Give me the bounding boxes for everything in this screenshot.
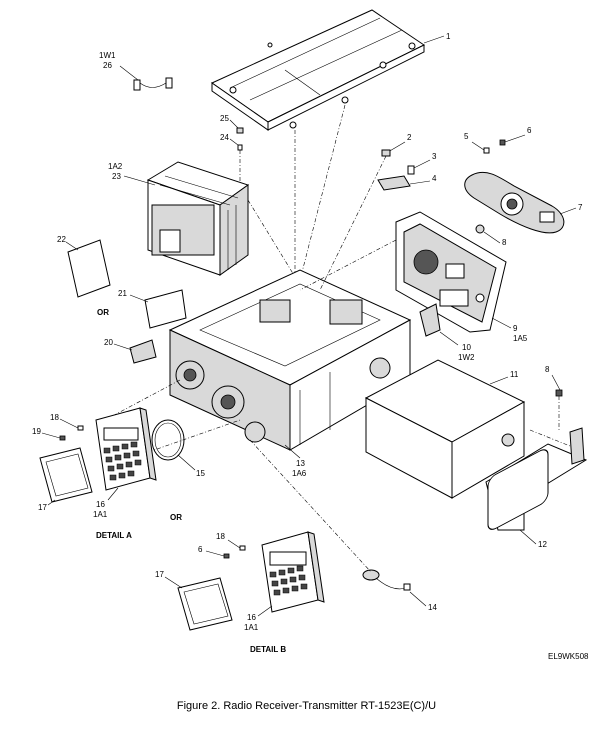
callout-22: 22	[57, 235, 66, 244]
bracket-7-part	[464, 171, 565, 234]
label-detail-b: DETAIL B	[250, 645, 286, 654]
keypad-1a1-detail-b	[261, 531, 325, 613]
callout-3: 3	[432, 152, 437, 161]
callout-7: 7	[578, 203, 583, 212]
callout-1a1-b: 1A1	[244, 623, 259, 632]
plate-20-part	[129, 339, 157, 364]
callout-17-b: 17	[155, 570, 164, 579]
callout-15: 15	[196, 469, 205, 478]
callout-16-b: 16	[247, 613, 256, 622]
callout-1a2: 1A2	[108, 162, 123, 171]
callout-1a5: 1A5	[513, 334, 528, 343]
callout-1a6: 1A6	[292, 469, 307, 478]
callout-20: 20	[104, 338, 113, 347]
callout-25: 25	[220, 114, 229, 123]
plate-21-part	[144, 289, 187, 329]
callout-23: 23	[112, 172, 121, 181]
callout-12: 12	[538, 540, 547, 549]
label-or-2: OR	[170, 513, 182, 522]
battery-cover-12-part	[485, 427, 588, 531]
callout-18-a: 18	[50, 413, 59, 422]
callout-13: 13	[296, 459, 305, 468]
callout-8-b: 8	[545, 365, 550, 374]
callout-1w1: 1W1	[99, 51, 116, 60]
callout-5: 5	[464, 132, 469, 141]
callout-26: 26	[103, 61, 112, 70]
board-1a5-part	[395, 211, 507, 333]
callout-1a1-a: 1A1	[93, 510, 108, 519]
figure-id: EL9WK508	[548, 652, 589, 661]
figure-caption: Figure 2. Radio Receiver-Transmitter RT-…	[176, 700, 437, 712]
label-detail-a: DETAIL A	[96, 531, 132, 540]
plate-22-part	[67, 239, 111, 298]
keypad-1a1-detail-a	[95, 407, 157, 491]
cable-14-part	[362, 569, 411, 591]
cable-1w2-part	[419, 303, 441, 337]
battery-box-11-part	[364, 359, 526, 499]
callout-24: 24	[220, 133, 229, 142]
label-or-1: OR	[97, 308, 109, 317]
callout-10: 10	[462, 343, 471, 352]
callout-16-a: 16	[96, 500, 105, 509]
bezel-17-detail-a	[39, 447, 93, 503]
callout-17-a: 17	[38, 503, 47, 512]
callout-4: 4	[432, 174, 437, 183]
callout-21: 21	[118, 289, 127, 298]
callout-8-a: 8	[502, 238, 507, 247]
chassis-1a6-part	[168, 269, 412, 451]
callout-6-b: 6	[198, 545, 203, 554]
callout-14: 14	[428, 603, 437, 612]
callout-1w2: 1W2	[458, 353, 475, 362]
callout-1: 1	[446, 32, 451, 41]
top-cover-part	[210, 9, 425, 131]
callout-18-b: 18	[216, 532, 225, 541]
callout-9: 9	[513, 324, 518, 333]
callout-11: 11	[510, 370, 519, 379]
bezel-17-detail-b	[177, 577, 233, 631]
gasket-ring-part	[151, 419, 185, 461]
module-1a2-part	[146, 161, 250, 276]
cable-1w1-part	[133, 77, 173, 91]
callout-6: 6	[527, 126, 532, 135]
callout-19: 19	[32, 427, 41, 436]
callout-2: 2	[407, 133, 412, 142]
